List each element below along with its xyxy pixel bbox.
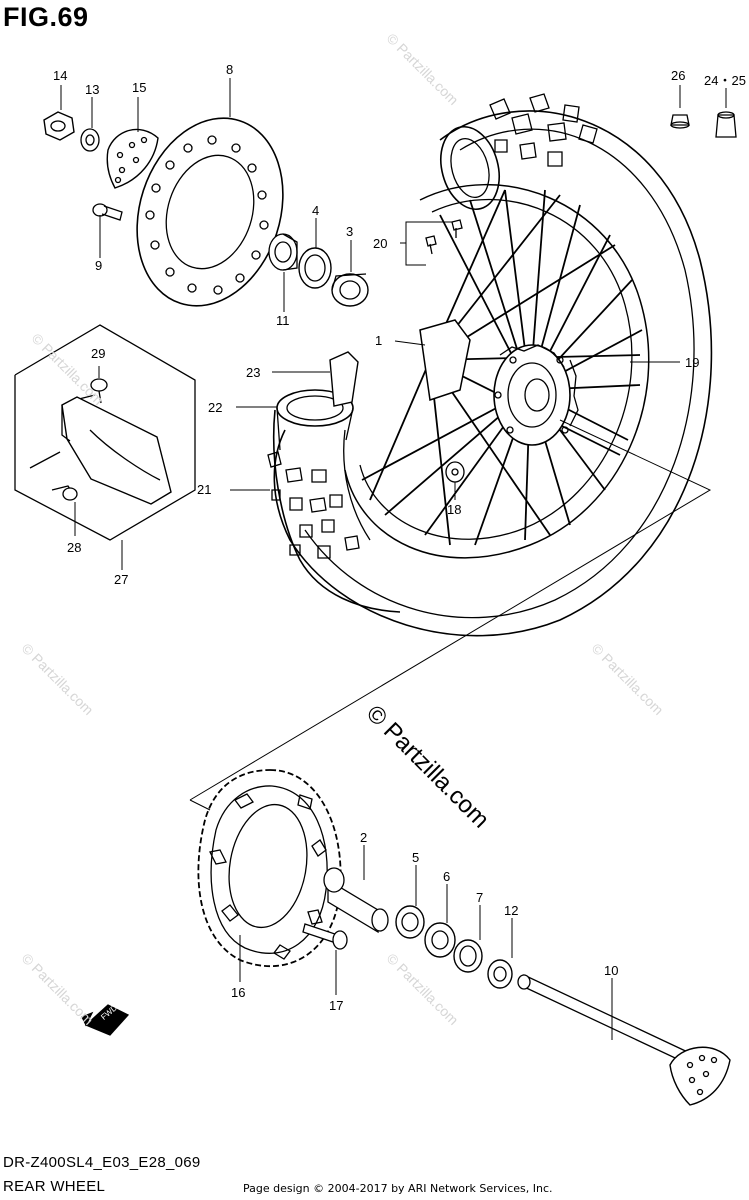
leader-lines-lower [189,799,613,1040]
callout-20: 20 [373,236,388,251]
chain-adjuster [106,128,159,189]
washer [80,128,100,152]
callout-14: 14 [53,68,68,83]
bearing-left [395,905,425,939]
sprocket-bolt [302,923,348,950]
chain-guide-bolt-lower [51,485,78,501]
callout-10: 10 [604,963,619,978]
brake-disc [136,117,284,307]
spoke-nipple [445,461,465,483]
callout-12: 12 [504,903,519,918]
callout-27: 27 [114,572,129,587]
disc-bolt [92,203,123,221]
callout-21: 21 [197,482,212,497]
callout-23: 23 [246,365,261,380]
fwd-arrow-icon [81,1004,130,1036]
callout-26: 26 [671,68,686,83]
tire [273,93,713,637]
valve-cap [670,114,690,129]
callout-13: 13 [85,82,100,97]
callout-11: 11 [276,313,290,328]
callout-1: 1 [375,333,383,348]
callout-4: 4 [312,203,320,218]
tube-and-tire-section [267,351,401,613]
callout-18: 18 [447,502,462,517]
figure-title: FIG.69 [3,2,89,32]
leader-lines-upper [60,78,727,570]
model-code: DR-Z400SL4_E03_E28_069 [3,1154,201,1171]
hub-collar [323,867,389,934]
callout-16: 16 [231,985,246,1000]
rear-axle [517,974,731,1106]
callout-24-25: 24・25 [704,73,746,88]
oil-seal [298,247,332,289]
rim [344,184,650,559]
axle-nut [43,111,75,141]
chain-guide-bolt-upper [90,378,108,404]
bearing [331,273,369,307]
callout-5: 5 [412,850,420,865]
section-name: REAR WHEEL [3,1178,106,1195]
bearing-right [424,922,456,958]
hub [419,319,579,446]
callout-29: 29 [91,346,106,361]
callout-17: 17 [329,998,344,1013]
rear-sprocket [197,769,342,968]
rim-lock-bolts [425,219,463,255]
page-credit: Page design © 2004-2017 by ARI Network S… [243,1182,553,1195]
valve-nut [715,111,737,138]
callout-6: 6 [443,869,451,884]
callout-19: 19 [685,355,700,370]
callout-22: 22 [208,400,223,415]
oil-seal-rear [453,939,483,973]
chain-guide [61,396,172,505]
spacer-collar [268,233,298,271]
callout-7: 7 [476,890,484,905]
callout-15: 15 [132,80,147,95]
callout-28: 28 [67,540,82,555]
axle-centerline-upper [189,419,712,801]
callout-3: 3 [346,224,354,239]
callout-2: 2 [360,830,368,845]
callout-8: 8 [226,62,234,77]
callout-9: 9 [95,258,103,273]
spacer-rear [487,959,513,989]
